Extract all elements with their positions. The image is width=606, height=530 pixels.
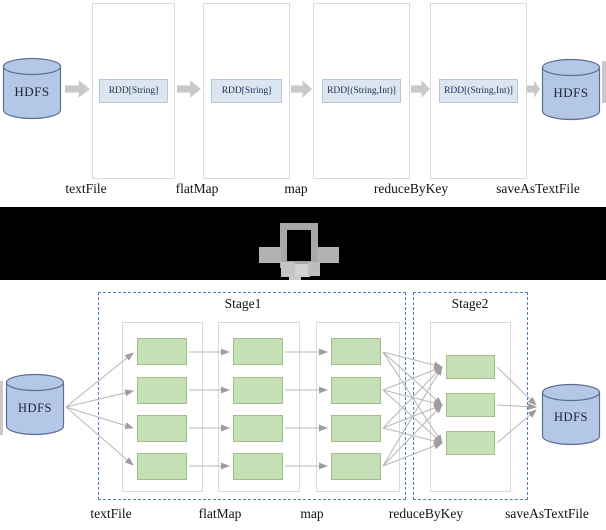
flow-arrow-icon xyxy=(291,80,312,98)
hdfs-cylinder-top-left: HDFS xyxy=(2,57,62,120)
hdfs-label: HDFS xyxy=(553,84,589,100)
flow-arrow-icon xyxy=(177,80,201,98)
flow-arrow-icon xyxy=(65,80,90,98)
flow-arrow-icon xyxy=(411,80,430,98)
database-cylinder-icon xyxy=(541,58,601,121)
operation-label-flatmap: flatMap xyxy=(198,506,242,521)
operation-label-reducebykey: reduceByKey xyxy=(373,181,449,196)
partition-box xyxy=(446,355,495,379)
icon-block xyxy=(289,275,301,280)
operation-label-saveastextfile: saveAsTextFile xyxy=(496,181,580,196)
rdd-stage-box-1: RDD[String] xyxy=(92,3,175,179)
hdfs-cylinder-top-right: HDFS xyxy=(541,58,601,121)
flow-arrow-icon xyxy=(527,80,540,98)
rdd-chip-3: RDD[(String,Int)] xyxy=(321,79,402,103)
stage2-label: Stage2 xyxy=(451,296,489,311)
operation-label-map: map xyxy=(284,181,308,196)
partition-box xyxy=(233,415,283,442)
partition-box xyxy=(331,338,381,365)
partition-box xyxy=(137,453,187,480)
partition-box xyxy=(233,338,283,365)
partition-box xyxy=(137,377,187,404)
rdd-stage-box-4: RDD[(String,Int)] xyxy=(430,3,527,179)
divider-band xyxy=(0,207,606,280)
database-cylinder-icon xyxy=(5,373,65,436)
operation-label-map: map xyxy=(300,506,324,521)
operation-label-saveastextfile: saveAsTextFile xyxy=(505,506,589,521)
rdd-chip-2: RDD[String] xyxy=(210,79,283,103)
hdfs-label: HDFS xyxy=(14,84,50,99)
partition-box xyxy=(233,453,283,480)
operation-label-flatmap: flatMap xyxy=(175,181,219,196)
hdfs-cylinder-bottom-right: HDFS xyxy=(541,383,601,446)
operation-label-textfile: textFile xyxy=(65,181,107,196)
operation-label-textfile: textFile xyxy=(90,506,132,521)
database-cylinder-icon xyxy=(541,383,601,446)
operation-label-reducebykey: reduceByKey xyxy=(388,506,464,521)
broken-image-icon xyxy=(258,220,342,280)
clipped-arrow-artifact xyxy=(602,61,606,103)
icon-block xyxy=(281,262,295,277)
icon-block xyxy=(295,264,310,277)
icon-wing-right xyxy=(317,247,339,263)
partition-box xyxy=(137,338,187,365)
partition-box xyxy=(137,415,187,442)
partition-box xyxy=(446,393,495,417)
rdd-stage-box-3: RDD[(String,Int)] xyxy=(313,3,410,179)
icon-block xyxy=(308,262,320,276)
hdfs-label: HDFS xyxy=(18,401,52,415)
clipped-arrow-artifact xyxy=(0,381,3,435)
hdfs-cylinder-bottom-left: HDFS xyxy=(5,373,65,437)
stage1-label: Stage1 xyxy=(224,296,262,311)
partition-box xyxy=(233,377,283,404)
rdd-chip-4: RDD[(String,Int)] xyxy=(438,79,519,103)
database-cylinder-icon xyxy=(2,57,62,120)
rdd-chip-1: RDD[String] xyxy=(99,79,168,103)
hdfs-label: HDFS xyxy=(554,410,588,424)
partition-box xyxy=(331,453,381,480)
icon-wing-left xyxy=(259,247,281,263)
partition-box xyxy=(446,431,495,455)
partition-box xyxy=(331,377,381,404)
rdd-stage-box-2: RDD[String] xyxy=(203,3,290,179)
partition-box xyxy=(331,415,381,442)
